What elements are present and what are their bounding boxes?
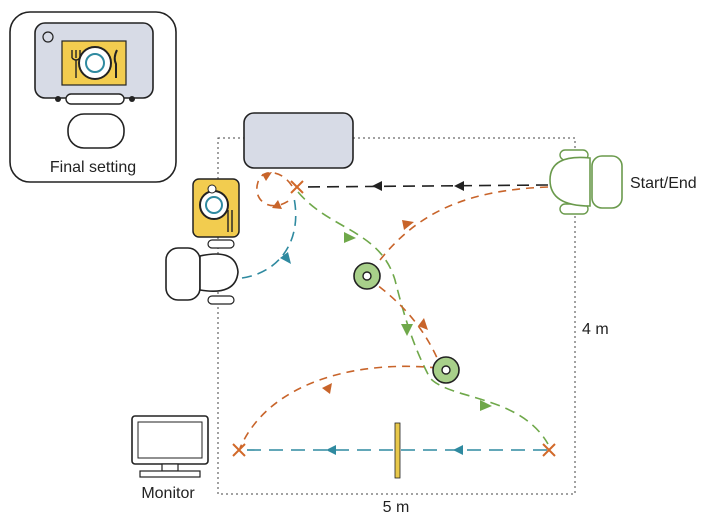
- cross-marker-icon: [290, 180, 304, 194]
- path-start-to-table: [301, 184, 549, 188]
- chair-icon: [165, 239, 239, 305]
- cross-marker-icon: [232, 443, 246, 457]
- path-green: [297, 191, 549, 445]
- plate-icon: [199, 190, 229, 220]
- path-arrow: [372, 181, 382, 191]
- path-orange-1: [379, 186, 549, 261]
- path-orange-2: [367, 277, 439, 361]
- fork-icon: [71, 50, 81, 78]
- height-dimension-label: 4 m: [582, 321, 609, 338]
- ring-target-icon: [432, 356, 460, 384]
- robot-marker-icon: [42, 31, 54, 43]
- monitor-label: Monitor: [141, 485, 195, 502]
- knife-icon: [113, 49, 118, 78]
- monitor-icon: [131, 415, 209, 478]
- room-boundary: [217, 137, 576, 495]
- width-dimension-label: 5 m: [383, 499, 410, 516]
- fork-icon: [227, 210, 233, 232]
- start-chair-icon: [549, 149, 623, 215]
- divider-bar: [394, 422, 401, 479]
- room-table: [243, 112, 354, 169]
- plate-icon: [78, 46, 112, 80]
- chair-icon: [55, 93, 135, 149]
- final-setting-inset: Final setting: [9, 11, 177, 183]
- path-orange-3: [239, 365, 439, 449]
- path-teal-chair: [241, 197, 297, 279]
- path-arrow: [454, 181, 464, 191]
- side-table: [192, 178, 240, 238]
- cross-marker-icon: [542, 443, 556, 457]
- inset-caption: Final setting: [50, 159, 136, 176]
- start-end-label: Start/End: [630, 175, 697, 192]
- ring-target-icon: [353, 262, 381, 290]
- path-loop: [256, 171, 293, 207]
